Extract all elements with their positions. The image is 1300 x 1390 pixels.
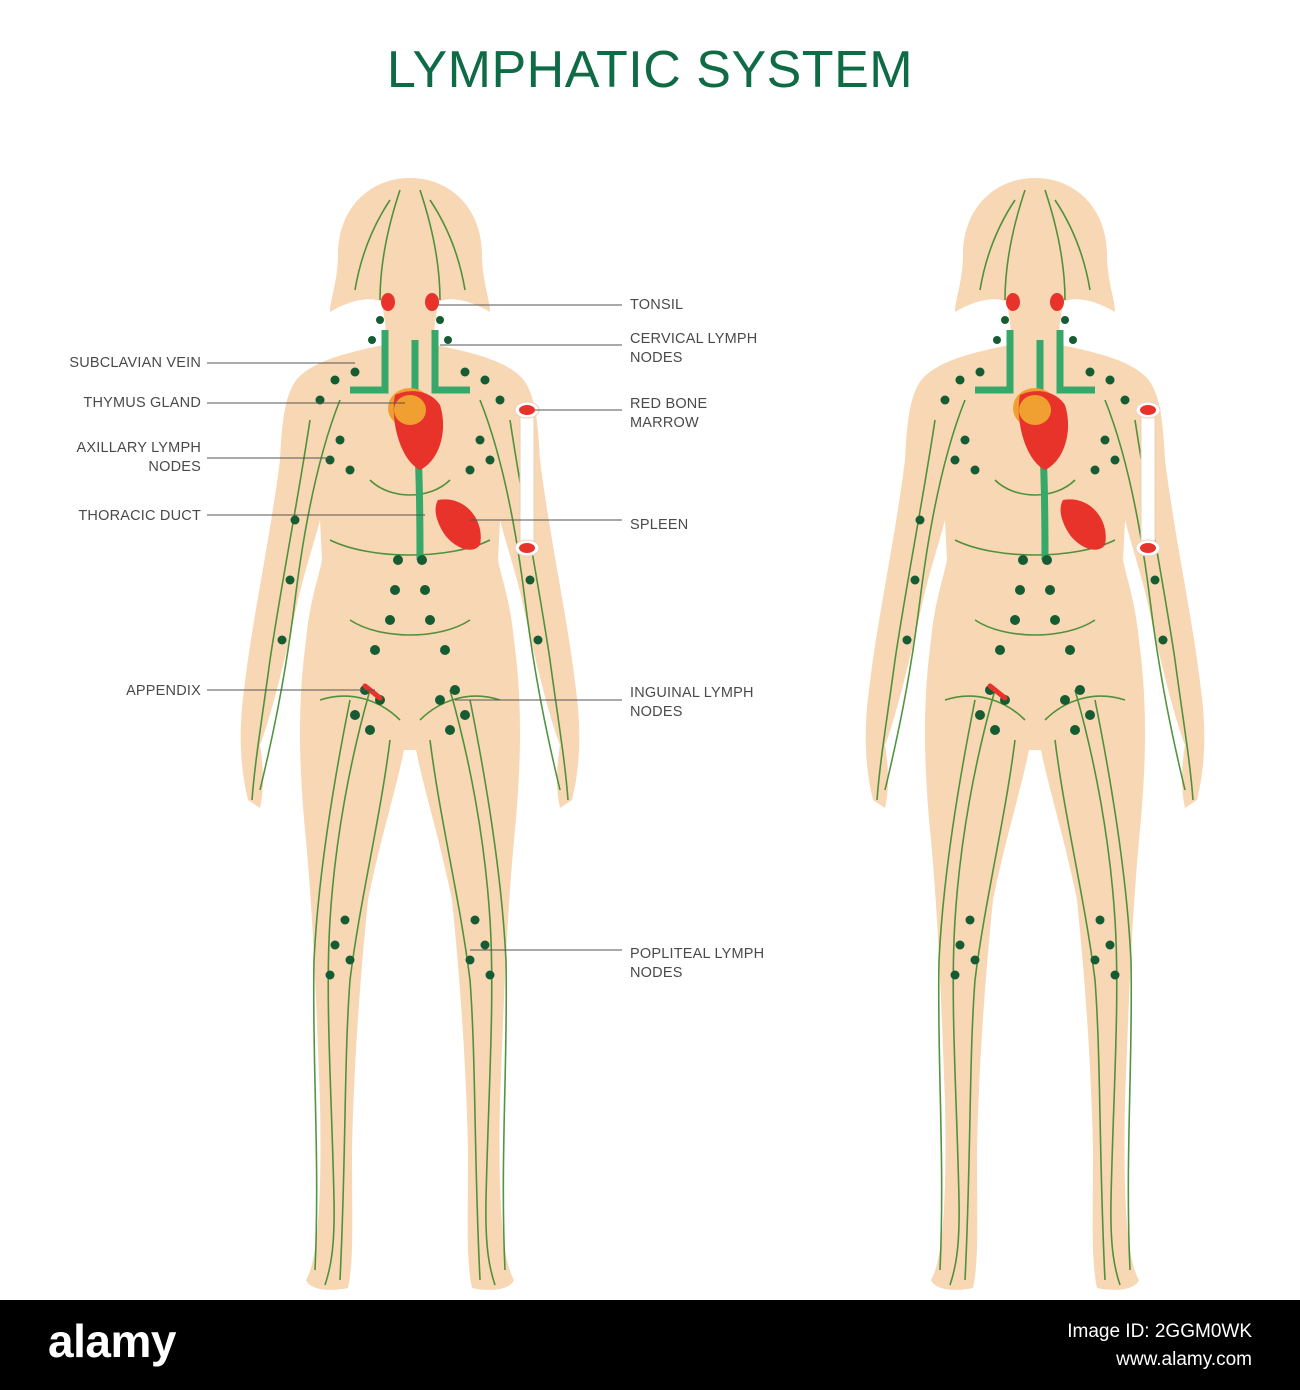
label-spleen: SPLEEN [630, 516, 688, 535]
label-thymus-gland: THYMUS GLAND [83, 394, 201, 413]
stock-footer: alamy Image ID: 2GGM0WK www.alamy.com [0, 1300, 1300, 1390]
lymphatic-diagram [0, 0, 1300, 1300]
alamy-logo: alamy [48, 1314, 176, 1368]
label-subclavian-vein: SUBCLAVIAN VEIN [69, 354, 201, 373]
footer-info: Image ID: 2GGM0WK www.alamy.com [1067, 1318, 1252, 1374]
image-id: Image ID: 2GGM0WK [1067, 1318, 1252, 1346]
label-tonsil: TONSIL [630, 296, 683, 315]
label-red-bone-marrow: RED BONE MARROW [630, 395, 707, 433]
label-axillary-lymph-nodes: AXILLARY LYMPH NODES [77, 439, 202, 477]
female-figure-plain [866, 178, 1205, 1290]
label-cervical-lymph-nodes: CERVICAL LYMPH NODES [630, 330, 757, 368]
label-appendix: APPENDIX [126, 682, 201, 701]
label-thoracic-duct: THORACIC DUCT [78, 507, 201, 526]
label-popliteal-lymph-nodes: POPLITEAL LYMPH NODES [630, 945, 764, 983]
site-url: www.alamy.com [1067, 1346, 1252, 1374]
label-inguinal-lymph-nodes: INGUINAL LYMPH NODES [630, 684, 754, 722]
